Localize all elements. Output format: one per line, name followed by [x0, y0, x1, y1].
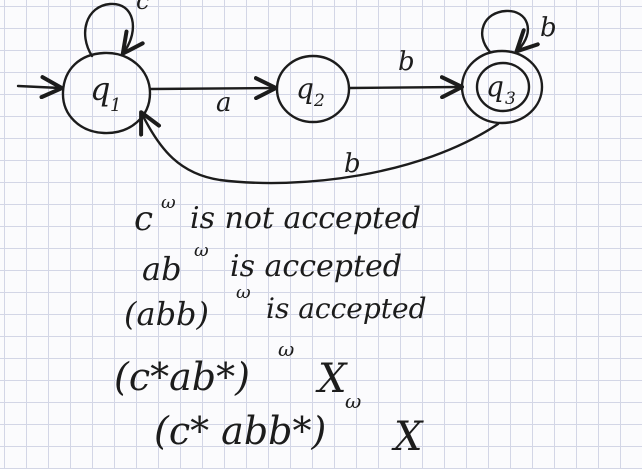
state-q3-subscript: 3: [505, 89, 516, 109]
note-3-text: is accepted: [266, 292, 427, 325]
state-q1-subscript: 1: [110, 95, 121, 116]
loop-q3-label: b: [540, 13, 557, 43]
note-line-5: (c* abb*) ω X: [154, 389, 424, 460]
note-1-text: is not accepted: [190, 201, 421, 236]
state-q2-name: q: [296, 72, 314, 105]
note-4-mark: X: [315, 356, 348, 402]
edge-q2-q3: [348, 75, 464, 100]
state-q1-name: q: [90, 70, 110, 108]
loop-q1-label: c: [136, 0, 149, 15]
note-line-3: (abb) ω is accepted: [124, 282, 427, 333]
state-q2-circle: [275, 54, 351, 124]
edge-q3-q1: [139, 110, 500, 185]
note-1-superscript: ω: [161, 192, 176, 213]
loop-q3: [480, 9, 540, 54]
loop-q1: [83, 2, 145, 58]
note-2-text: is accepted: [230, 249, 402, 284]
edge-q3-q1-label: b: [344, 149, 361, 179]
state-q2: q 2: [275, 54, 351, 124]
note-1-base: c: [134, 199, 153, 239]
state-q1-circle: [61, 51, 152, 135]
state-q3: q 3: [460, 49, 544, 125]
note-line-1: c ω is not accepted: [134, 192, 421, 239]
edge-q2-q3-label: b: [398, 47, 415, 77]
state-q1: q 1: [61, 51, 152, 135]
note-4-expression: (c*ab*): [114, 355, 250, 399]
note-4-superscript: ω: [278, 337, 294, 361]
note-2-base: ab: [142, 250, 182, 288]
note-3-superscript: ω: [236, 282, 251, 303]
state-q3-inner-circle: [475, 61, 531, 113]
note-line-2: ab ω is accepted: [142, 240, 402, 288]
note-3-base: (abb): [124, 295, 209, 333]
state-q3-name: q: [486, 70, 504, 103]
note-5-mark: X: [391, 414, 424, 460]
note-line-4: (c*ab*) ω X: [114, 337, 348, 402]
note-5-superscript: ω: [345, 389, 361, 413]
initial-arrow: [16, 75, 64, 100]
edge-q1-q2-label: a: [216, 88, 232, 118]
state-q3-outer-circle: [460, 49, 544, 125]
note-2-superscript: ω: [194, 240, 209, 261]
edge-q1-q2: [148, 76, 278, 101]
note-5-expression: (c* abb*): [154, 409, 326, 453]
state-q2-subscript: 2: [313, 91, 325, 111]
